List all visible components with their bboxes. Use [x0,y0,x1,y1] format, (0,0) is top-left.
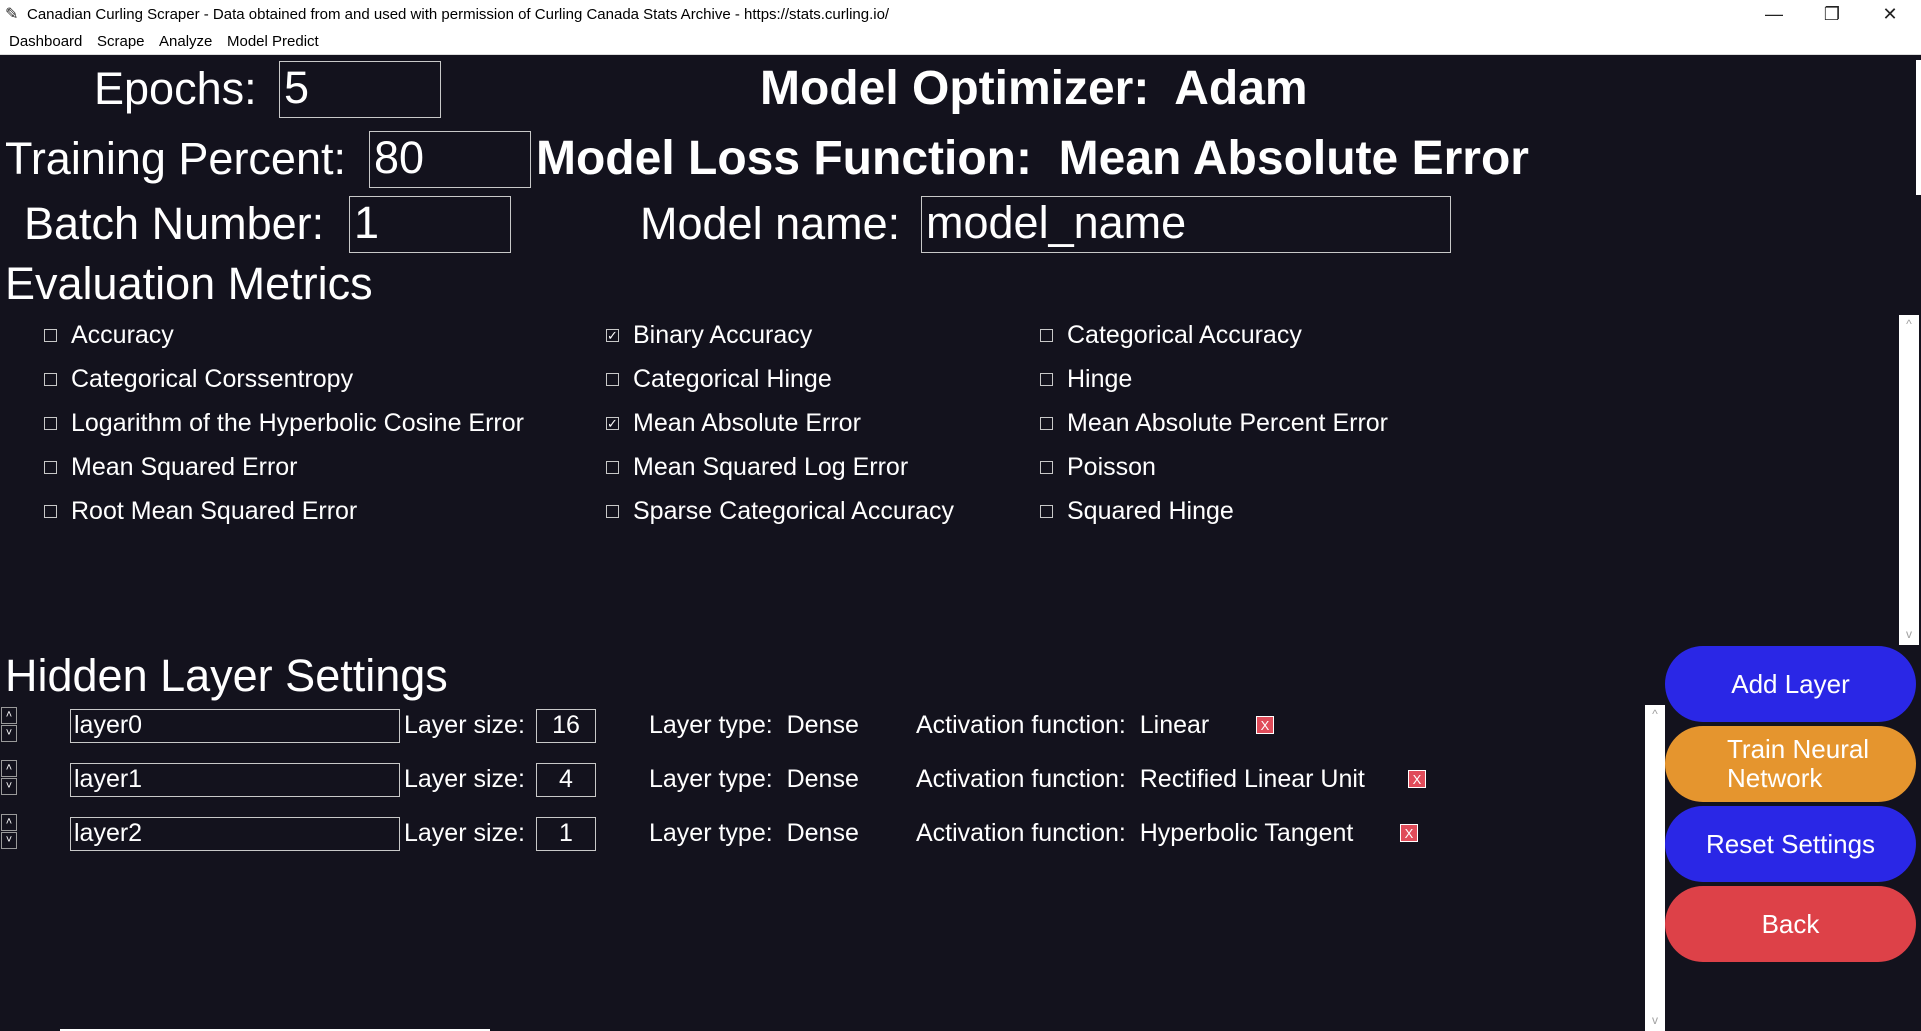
menu-analyze[interactable]: Analyze [159,33,213,50]
metric-categorical-hinge[interactable]: Categorical Hinge [606,365,832,394]
scroll-down-icon[interactable]: v [1906,627,1912,641]
back-button[interactable]: Back [1665,886,1916,962]
scroll-up-icon[interactable]: ^ [1652,707,1658,721]
menu-dashboard[interactable]: Dashboard [9,33,83,50]
checkbox[interactable] [44,329,57,342]
title-bar: ✎ Canadian Curling Scraper - Data obtain… [0,0,1921,30]
horizontal-scrollbar[interactable] [60,1029,490,1031]
checkbox[interactable] [44,505,57,518]
optimizer-label: Model Optimizer: [760,62,1150,115]
layer-name-field[interactable]: layer2 [70,817,400,851]
optimizer-value: Adam [1174,62,1308,115]
menu-scrape[interactable]: Scrape [97,33,145,50]
checkbox[interactable] [606,505,619,518]
delete-layer-icon[interactable]: X [1408,770,1426,788]
model-name-field[interactable]: model_name [921,196,1451,253]
move-up-icon[interactable]: ˄ [1,760,17,777]
epochs-field[interactable]: 5 [279,61,441,118]
layer-size-field[interactable]: 4 [536,763,596,797]
checkbox[interactable] [44,373,57,386]
delete-layer-icon[interactable]: X [1256,716,1274,734]
checkbox[interactable] [44,461,57,474]
metric-categorical-crossentropy[interactable]: Categorical Corssentropy [44,365,353,394]
optimizer-display: Model Optimizer: Adam [760,62,1308,116]
layer-name-field[interactable]: layer1 [70,763,400,797]
move-down-icon[interactable]: ˅ [1,832,17,849]
move-up-icon[interactable]: ˄ [1,707,17,724]
scroll-down-icon[interactable]: v [1652,1013,1658,1027]
layer-size-field[interactable]: 16 [536,709,596,743]
layer-name-field[interactable]: layer0 [70,709,400,743]
batch-number-field[interactable]: 1 [349,196,511,253]
metric-mean-squared-log-error[interactable]: Mean Squared Log Error [606,453,908,482]
loss-label: Model Loss Function: [536,132,1032,185]
activation-value[interactable]: Linear [1139,711,1210,739]
layer-size-label: Layer size: [404,765,525,793]
metric-poisson[interactable]: Poisson [1040,453,1156,482]
activation-value[interactable]: Rectified Linear Unit [1139,765,1365,793]
add-layer-button[interactable]: Add Layer [1665,646,1916,722]
checkbox[interactable] [1040,329,1053,342]
activation-value[interactable]: Hyperbolic Tangent [1139,819,1354,847]
checkbox[interactable] [1040,417,1053,430]
layer-type: Layer type: Dense [649,819,859,847]
metric-sparse-categorical-accuracy[interactable]: Sparse Categorical Accuracy [606,497,954,526]
metric-squared-hinge[interactable]: Squared Hinge [1040,497,1234,526]
reset-settings-button[interactable]: Reset Settings [1665,806,1916,882]
menu-model-predict[interactable]: Model Predict [227,33,319,50]
training-percent-field[interactable]: 80 [369,131,531,188]
menu-bar: Dashboard Scrape Analyze Model Predict [0,30,1921,55]
metric-root-mean-squared-error[interactable]: Root Mean Squared Error [44,497,357,526]
scroll-up-icon[interactable]: ^ [1906,317,1912,331]
train-neural-network-button[interactable]: Train Neural Network [1665,726,1916,802]
batch-number-label: Batch Number: [24,198,325,249]
activation-function: Activation function: Hyperbolic Tangent [916,819,1354,847]
close-button[interactable]: ✕ [1882,4,1898,24]
right-edge-scrollbar[interactable] [1916,60,1921,195]
restore-button[interactable]: ❐ [1823,4,1841,24]
metrics-scrollbar[interactable]: ^ v [1899,315,1919,645]
activation-function: Activation function: Rectified Linear Un… [916,765,1365,793]
layer-type-value[interactable]: Dense [786,819,859,847]
metric-mean-absolute-percent-error[interactable]: Mean Absolute Percent Error [1040,409,1388,438]
move-down-icon[interactable]: ˅ [1,725,17,742]
checkbox[interactable] [606,373,619,386]
metric-categorical-accuracy[interactable]: Categorical Accuracy [1040,321,1302,350]
layer-type: Layer type: Dense [649,711,859,739]
checkbox[interactable] [44,417,57,430]
loss-function-display: Model Loss Function: Mean Absolute Error [536,132,1529,186]
activation-function: Activation function: Linear [916,711,1210,739]
checkbox-checked[interactable]: ✓ [606,416,619,431]
model-name-label: Model name: [640,198,901,249]
loss-value: Mean Absolute Error [1058,132,1529,185]
layer-size-label: Layer size: [404,711,525,739]
checkbox[interactable] [1040,461,1053,474]
metric-log-cosh-error[interactable]: Logarithm of the Hyperbolic Cosine Error [44,409,524,438]
layer-type: Layer type: Dense [649,765,859,793]
move-up-icon[interactable]: ˄ [1,814,17,831]
metric-binary-accuracy[interactable]: ✓Binary Accuracy [606,321,813,349]
training-percent-label: Training Percent: [5,133,346,184]
evaluation-metrics-title: Evaluation Metrics [5,258,373,309]
metric-accuracy[interactable]: Accuracy [44,321,174,350]
checkbox-checked[interactable]: ✓ [606,328,619,343]
layer-size-label: Layer size: [404,819,525,847]
feather-icon: ✎ [5,6,19,23]
checkbox[interactable] [606,461,619,474]
metric-mean-squared-error[interactable]: Mean Squared Error [44,453,298,482]
layer-type-value[interactable]: Dense [786,711,859,739]
metric-mean-absolute-error[interactable]: ✓Mean Absolute Error [606,409,861,437]
move-down-icon[interactable]: ˅ [1,778,17,795]
checkbox[interactable] [1040,373,1053,386]
layer-size-field[interactable]: 1 [536,817,596,851]
epochs-label: Epochs: [94,63,257,114]
metric-hinge[interactable]: Hinge [1040,365,1132,394]
minimize-button[interactable]: — [1765,4,1783,24]
hidden-layer-settings-title: Hidden Layer Settings [5,650,448,701]
layer-type-value[interactable]: Dense [786,765,859,793]
layers-scrollbar[interactable]: ^ v [1645,705,1665,1031]
checkbox[interactable] [1040,505,1053,518]
window-title: Canadian Curling Scraper - Data obtained… [27,6,890,23]
delete-layer-icon[interactable]: X [1400,824,1418,842]
